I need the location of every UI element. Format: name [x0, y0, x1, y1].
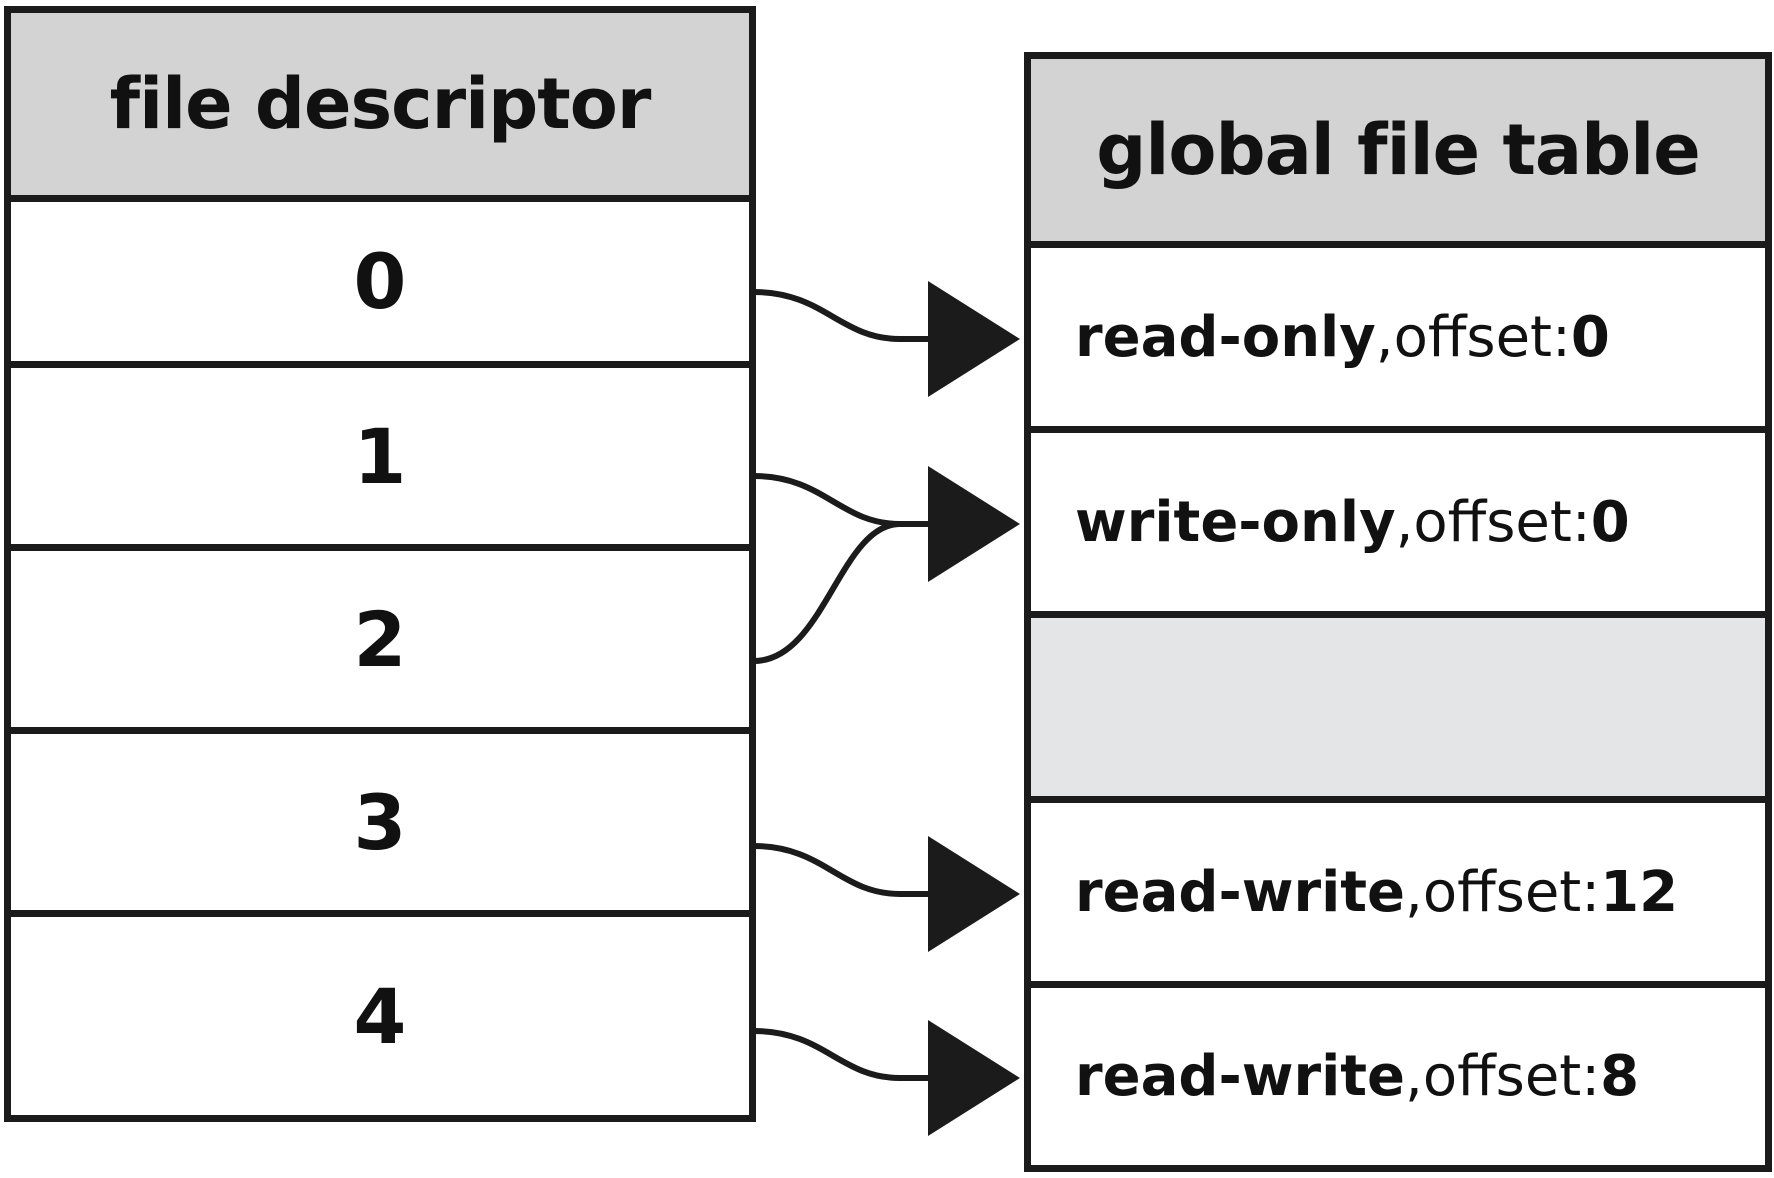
mapping-line-fd-4	[753, 1028, 928, 1081]
offset-value: 12	[1600, 859, 1679, 925]
mapping-line-fd-3	[753, 843, 928, 897]
file-table-entry-0: read-only, offset: 0	[1031, 248, 1765, 433]
offset-label: offset:	[1422, 1044, 1601, 1109]
file-table-entry-3: read-write, offset: 12	[1031, 803, 1765, 988]
fd-row-2: 2	[11, 551, 749, 734]
arrowhead-entry-4	[928, 1020, 1020, 1136]
fd-number: 3	[353, 777, 407, 867]
separator: ,	[1405, 859, 1423, 925]
offset-value: 0	[1590, 489, 1630, 555]
file-descriptor-header: file descriptor	[11, 13, 749, 202]
access-mode: read-write	[1075, 1044, 1406, 1109]
file-table-entry-empty	[1031, 618, 1765, 803]
arrowhead-entry-1	[928, 466, 1020, 582]
file-table-entry-4: read-write, offset: 8	[1031, 988, 1765, 1165]
fd-row-4: 4	[11, 917, 749, 1115]
access-mode: write-only	[1075, 489, 1396, 555]
mapping-line-fd-0	[753, 289, 928, 342]
global-file-table: global file table read-only, offset: 0 w…	[1024, 52, 1772, 1172]
access-mode: read-write	[1075, 859, 1406, 925]
mapping-line-fd-1	[753, 473, 928, 527]
fd-number: 4	[353, 971, 407, 1061]
arrowhead-entry-0	[928, 281, 1020, 397]
offset-label: offset:	[1393, 304, 1571, 370]
fd-row-3: 3	[11, 734, 749, 917]
offset-value: 8	[1600, 1044, 1640, 1109]
arrowhead-entry-3	[928, 836, 1020, 952]
offset-label: offset:	[1413, 489, 1591, 555]
mapping-line-fd-2	[753, 521, 928, 664]
file-table-entry-1: write-only, offset: 0	[1031, 433, 1765, 618]
separator: ,	[1405, 1044, 1423, 1109]
offset-label: offset:	[1422, 859, 1601, 925]
separator: ,	[1375, 304, 1394, 370]
fd-number: 0	[353, 237, 407, 326]
fd-row-0: 0	[11, 202, 749, 368]
access-mode: read-only	[1075, 304, 1376, 370]
fd-row-1: 1	[11, 368, 749, 551]
file-descriptor-table: file descriptor 0 1 2 3 4	[4, 6, 756, 1122]
separator: ,	[1395, 489, 1414, 555]
fd-number: 1	[353, 411, 407, 501]
fd-number: 2	[353, 594, 407, 684]
offset-value: 0	[1570, 304, 1610, 370]
global-file-table-header: global file table	[1031, 59, 1765, 248]
